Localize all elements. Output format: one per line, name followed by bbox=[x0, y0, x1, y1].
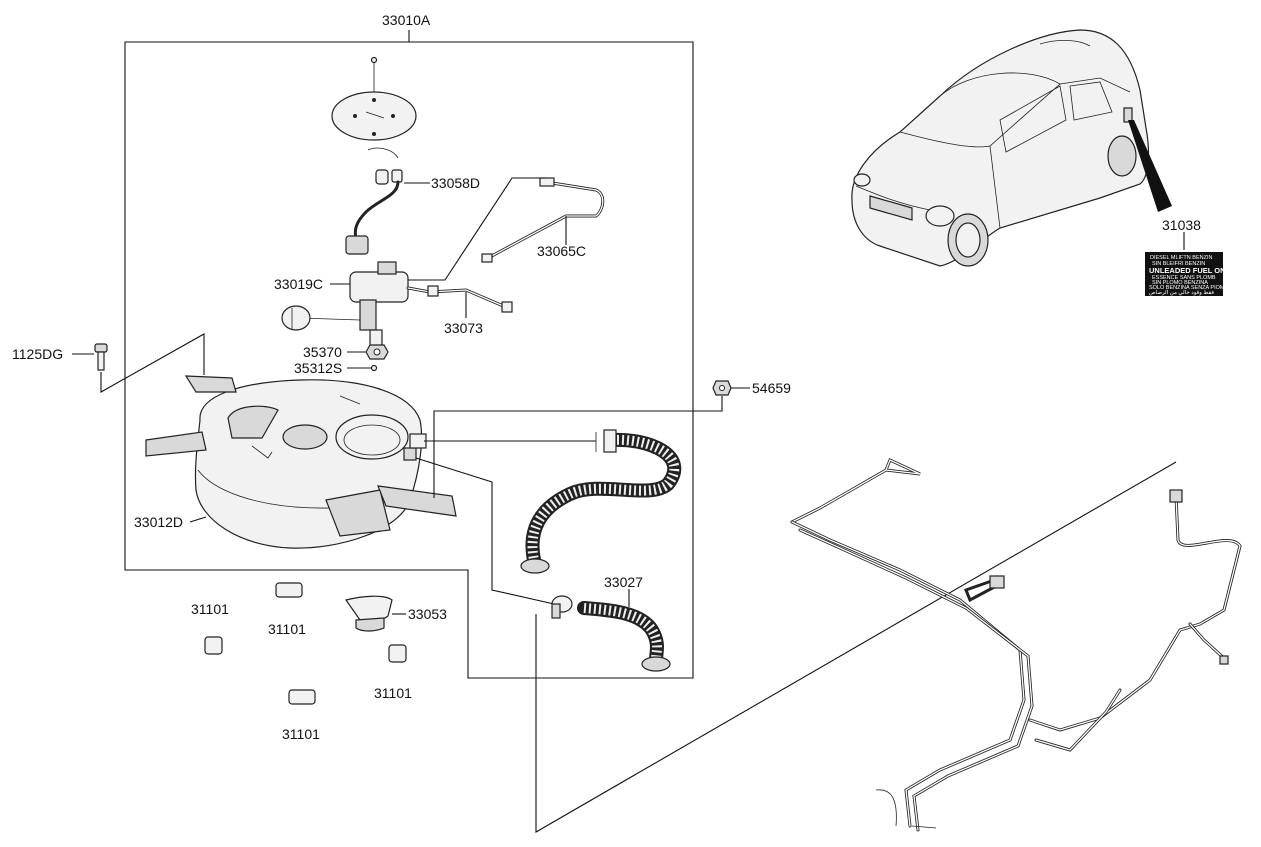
callout-33019C[interactable]: 33019C bbox=[274, 276, 323, 292]
bolt-1125dg[interactable] bbox=[94, 343, 108, 371]
callout-35370[interactable]: 35370 bbox=[303, 344, 342, 360]
tank-leader bbox=[189, 516, 207, 523]
label-line-6: SOLO BENZINA SENZA PIOMBO bbox=[1149, 285, 1233, 291]
callout-1125DG[interactable]: 1125DG bbox=[12, 346, 63, 362]
callout-33010A[interactable]: 33010A bbox=[382, 12, 431, 28]
nut-35370[interactable] bbox=[365, 344, 389, 360]
sender-harness[interactable] bbox=[345, 147, 403, 255]
fuel-line-routing[interactable] bbox=[790, 457, 1242, 832]
pad-31101-d[interactable] bbox=[288, 689, 316, 705]
filler-hose[interactable] bbox=[551, 595, 671, 672]
pad-31101-a[interactable] bbox=[204, 636, 223, 655]
pad-31101-b[interactable] bbox=[275, 582, 303, 598]
clip-54659[interactable] bbox=[712, 380, 732, 396]
fuel-line[interactable] bbox=[406, 285, 513, 313]
callout-31101-c[interactable]: 31101 bbox=[374, 685, 412, 701]
bolt-to-tank-leader bbox=[100, 333, 205, 393]
washer-screw[interactable] bbox=[370, 364, 378, 372]
label-line-4: ESSENCE SANS PLOMB bbox=[1152, 275, 1216, 281]
label-line-2: SIN BLEIFRI BENZIN bbox=[1152, 261, 1205, 267]
callout-33053[interactable]: 33053 bbox=[408, 606, 447, 622]
label-line-7: فقط وقود خالي من الرصاص bbox=[1149, 289, 1214, 296]
callout-33027[interactable]: 33027 bbox=[604, 574, 643, 590]
label-line-3: UNLEADED FUEL ONLY bbox=[1149, 266, 1234, 275]
fuel-caution-label[interactable]: DIESEL MLIFTN BENZIN SIN BLEIFRI BENZIN … bbox=[1145, 252, 1234, 296]
vent-hose[interactable] bbox=[520, 429, 682, 574]
filler-to-lines-leader bbox=[535, 461, 1177, 833]
label-line-1: DIESEL MLIFTN BENZIN bbox=[1150, 255, 1212, 261]
sender-cover-plate[interactable] bbox=[331, 56, 417, 141]
label-line-5: SIN PLOMO BENZINA bbox=[1152, 280, 1208, 286]
assembly-outline bbox=[124, 41, 694, 679]
callout-33012D[interactable]: 33012D bbox=[134, 514, 183, 530]
pad-31101-c[interactable] bbox=[388, 644, 407, 663]
tank-to-filler-leader bbox=[415, 457, 555, 605]
callout-33058D[interactable]: 33058D bbox=[431, 175, 480, 191]
callout-31101-d[interactable]: 31101 bbox=[282, 726, 320, 742]
callout-54659[interactable]: 54659 bbox=[752, 380, 791, 396]
vehicle-illustration bbox=[851, 29, 1172, 267]
callout-33065C[interactable]: 33065C bbox=[537, 243, 586, 259]
callout-31101-b[interactable]: 31101 bbox=[268, 621, 306, 637]
fuel-tank[interactable] bbox=[145, 375, 457, 549]
callout-35312S[interactable]: 35312S bbox=[294, 360, 342, 376]
vapor-tube[interactable] bbox=[481, 177, 605, 263]
callout-31101-a[interactable]: 31101 bbox=[191, 601, 229, 617]
callout-31038[interactable]: 31038 bbox=[1162, 217, 1201, 233]
pump-to-vapor-leader bbox=[406, 177, 546, 281]
clip-to-tank-leader bbox=[433, 396, 723, 498]
callout-33073[interactable]: 33073 bbox=[444, 320, 483, 336]
bracket-33053[interactable] bbox=[345, 595, 393, 632]
